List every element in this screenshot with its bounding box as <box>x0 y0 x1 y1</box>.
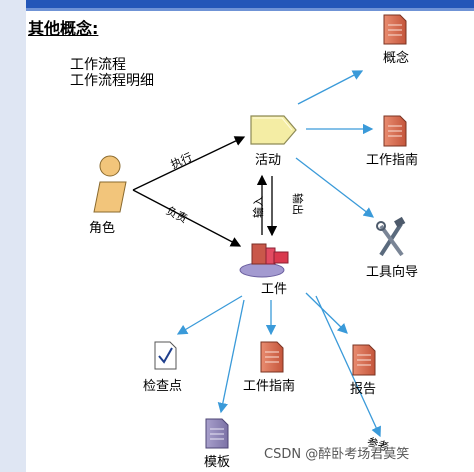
template-document-icon <box>205 418 229 449</box>
slide-left-band <box>0 0 26 472</box>
tools-icon <box>376 216 406 257</box>
node-label-checklist: 检查点 <box>143 379 182 394</box>
node-label-artifact: 工件 <box>261 282 287 297</box>
edge-artifact-to-report <box>305 292 348 334</box>
node-label-template: 模板 <box>204 455 230 470</box>
node-label-role: 角色 <box>89 220 115 236</box>
role-person-icon <box>93 155 127 213</box>
node-label-guideline-bottom: 工件指南 <box>243 378 295 394</box>
node-label-tool-mentor: 工具向导 <box>366 264 418 280</box>
edge-role-to-activity <box>132 136 246 191</box>
slide-title: 其他概念: <box>28 19 99 38</box>
guideline-top-document-icon <box>383 115 407 147</box>
slide-top-bar <box>0 0 474 8</box>
edge-label-execute: 执行 <box>168 150 194 172</box>
edge-activity-to-tool-mentor <box>295 157 375 218</box>
edge-artifact-reference <box>315 295 381 438</box>
node-label-concept: 概念 <box>383 50 409 66</box>
guideline-bottom-document-icon <box>260 341 284 373</box>
node-label-guideline-top: 工作指南 <box>366 152 418 168</box>
edge-artifact-to-checklist <box>176 295 243 335</box>
csdn-watermark: CSDN @醉卧考场君莫笑 <box>264 447 410 462</box>
edge-role-to-artifact <box>132 189 242 247</box>
edge-label-output: 输出 <box>291 193 305 215</box>
concept-document-icon <box>383 14 407 45</box>
edge-label-reference: 参考 <box>365 434 390 454</box>
edge-artifact-to-template <box>217 299 245 414</box>
report-document-icon <box>352 344 376 376</box>
concept-line-workflow-detail: 工作流程明细 <box>70 73 154 89</box>
activity-pentagon-icon <box>250 115 297 145</box>
node-label-report: 报告 <box>350 382 376 397</box>
artifact-stack-icon <box>239 243 289 278</box>
edge-label-responsible: 负责 <box>164 203 190 225</box>
checklist-icon <box>154 341 177 370</box>
slide-top-accent <box>0 8 474 11</box>
concept-line-workflow: 工作流程 <box>70 57 126 73</box>
edge-activity-to-concept <box>297 70 364 105</box>
edge-label-input: 输入 <box>251 196 265 218</box>
node-label-activity: 活动 <box>255 153 281 168</box>
